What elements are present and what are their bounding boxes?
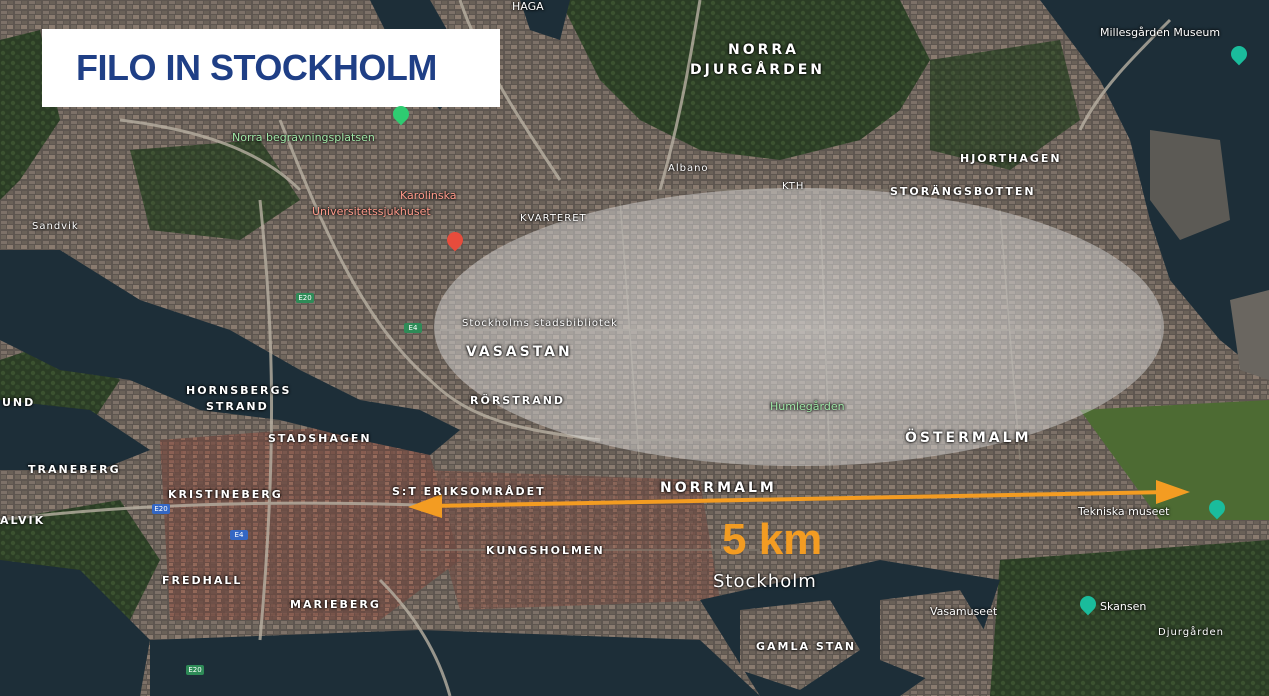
label-fredhall: FREDHALL bbox=[162, 574, 243, 587]
road-shield-e20-south: E20 bbox=[186, 665, 204, 675]
label-traneberg: TRANEBERG bbox=[28, 463, 121, 476]
road-shield-e20-west: E20 bbox=[152, 504, 170, 514]
label-alvik: ALVIK bbox=[0, 514, 46, 527]
label-tekniska-museet: Tekniska museet bbox=[1078, 505, 1170, 518]
map-title: FILO IN STOCKHOLM bbox=[76, 47, 437, 88]
label-hjorthagen: HJORTHAGEN bbox=[960, 152, 1062, 165]
road-shield-e20: E20 bbox=[296, 293, 314, 303]
label-karolinska: Karolinska bbox=[400, 189, 457, 202]
label-stadsbibliotek: Stockholms stadsbibliotek bbox=[462, 318, 618, 329]
label-rorstrand: RÖRSTRAND bbox=[470, 394, 566, 407]
road-shield-e4-west: E4 bbox=[230, 530, 248, 540]
label-millesgarden: Millesgården Museum bbox=[1100, 26, 1221, 39]
label-skansen: Skansen bbox=[1100, 600, 1147, 613]
label-und: UND bbox=[2, 396, 36, 409]
label-norra: NORRA bbox=[728, 42, 800, 58]
label-stadshagen: STADSHAGEN bbox=[268, 432, 372, 445]
label-vasastan: VASASTAN bbox=[466, 344, 573, 360]
label-gamla-stan: GAMLA STAN bbox=[756, 640, 857, 653]
label-djurgarden: Djurgården bbox=[1158, 627, 1225, 638]
label-kvarteret: KVARTERET bbox=[520, 213, 587, 224]
scale-label: 5 km bbox=[722, 515, 823, 564]
label-marieberg: MARIEBERG bbox=[290, 598, 381, 611]
label-sandvik: Sandvik bbox=[32, 221, 79, 232]
road-shield-e4: E4 bbox=[404, 323, 422, 333]
label-norrmalm: NORRMALM bbox=[660, 480, 777, 496]
label-storangsbotten: STORÄNGSBOTTEN bbox=[890, 185, 1036, 198]
label-st-eriksomradet: S:T ERIKSOMRÅDET bbox=[392, 485, 546, 498]
label-humlegarden: Humlegården bbox=[770, 400, 845, 413]
label-djurgarden: DJURGÅRDEN bbox=[690, 62, 825, 78]
label-strand: STRAND bbox=[206, 400, 269, 413]
label-kungsholmen: KUNGSHOLMEN bbox=[486, 544, 605, 557]
label-vasamuseet: Vasamuseet bbox=[930, 605, 998, 618]
label-kth: KTH bbox=[782, 181, 805, 192]
label-norra-begravningsplatsen: Norra begravningsplatsen bbox=[232, 131, 375, 144]
study-area-ellipse bbox=[434, 188, 1164, 466]
label-stockholm: Stockholm bbox=[713, 571, 817, 592]
label-albano: Albano bbox=[668, 163, 709, 174]
label-haga: HAGA bbox=[512, 0, 544, 13]
label-kristineberg: KRISTINEBERG bbox=[168, 488, 283, 501]
scale-arrow bbox=[408, 480, 1190, 518]
label-universitetssjukhuset: Universitetssjukhuset bbox=[312, 205, 431, 218]
label-hornsbergs: HORNSBERGS bbox=[186, 384, 292, 397]
label-ostermalm: ÖSTERMALM bbox=[905, 430, 1032, 446]
title-box: FILO IN STOCKHOLM bbox=[42, 29, 500, 107]
